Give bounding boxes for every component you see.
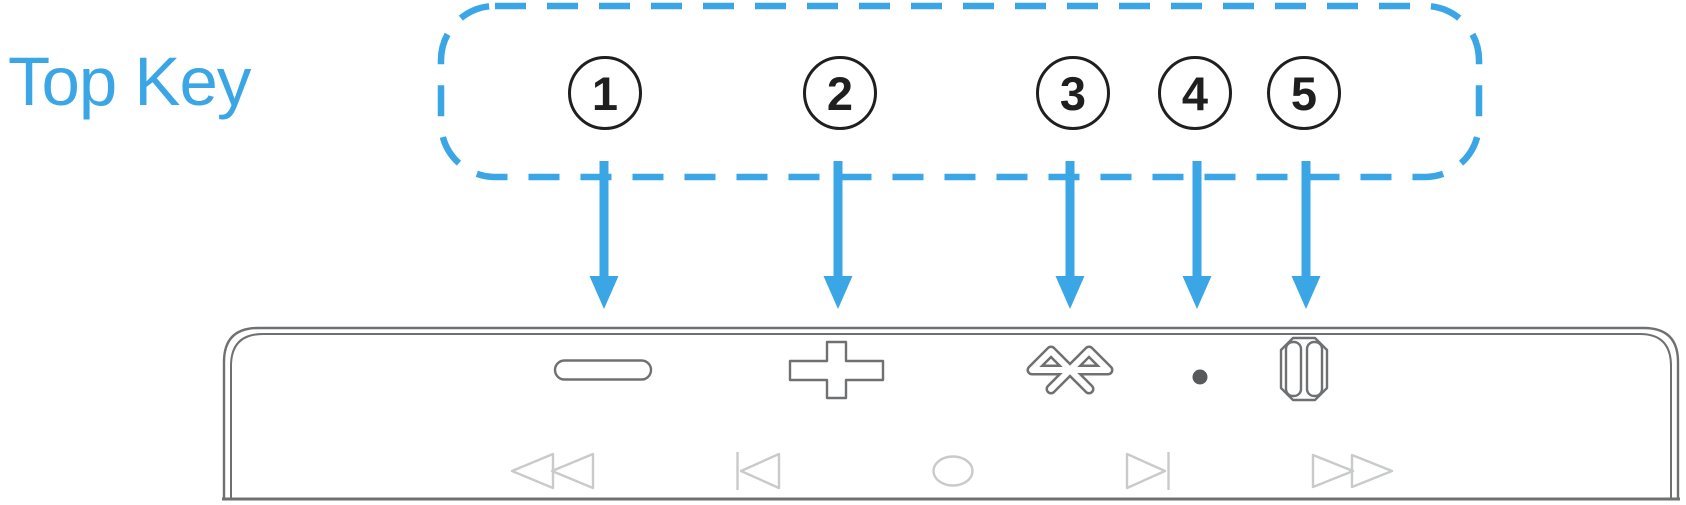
device-top-panel bbox=[222, 326, 1680, 501]
fast-forward-triangle-left bbox=[1311, 453, 1355, 489]
previous-track-triangle bbox=[739, 452, 781, 490]
arrow-down-icon-4 bbox=[1182, 161, 1212, 309]
diagram-title: Top Key bbox=[8, 43, 251, 120]
rewind-triangle-right bbox=[550, 452, 595, 490]
bluetooth-icon-inner bbox=[1029, 348, 1111, 392]
device-outline-inner bbox=[230, 333, 1672, 499]
callout-number-3-label: 3 bbox=[1059, 66, 1087, 120]
power-switch-pill-left bbox=[1284, 340, 1303, 398]
arrow-down-icon-5 bbox=[1291, 161, 1321, 309]
callout-dashed-box bbox=[437, 2, 1483, 181]
callout-number-5-label: 5 bbox=[1290, 66, 1318, 120]
power-switch-pill-right bbox=[1305, 340, 1324, 398]
dot-icon bbox=[1192, 369, 1208, 385]
top-key-row bbox=[553, 336, 1329, 402]
power-switch-icon bbox=[1279, 336, 1329, 402]
callout-arrows bbox=[589, 161, 1321, 309]
callout-number-5: 5 bbox=[1267, 56, 1341, 130]
arrow-down-icon-1 bbox=[589, 161, 619, 309]
callout-number-3: 3 bbox=[1036, 56, 1110, 130]
arrow-down-icon-3 bbox=[1055, 161, 1085, 309]
callout-number-1-label: 1 bbox=[591, 66, 619, 120]
power-switch-octagon bbox=[1279, 336, 1329, 402]
callout-number-2: 2 bbox=[803, 56, 877, 130]
bluetooth-icon bbox=[1026, 345, 1114, 395]
minus-icon bbox=[553, 359, 653, 381]
arrow-down-icon-2 bbox=[823, 161, 853, 309]
callout-number-4-label: 4 bbox=[1181, 66, 1209, 120]
previous-track-icon bbox=[736, 452, 781, 490]
callout-number-4: 4 bbox=[1158, 56, 1232, 130]
circle-icon bbox=[932, 455, 974, 487]
device-outline-outer bbox=[222, 326, 1680, 499]
media-icon-row bbox=[510, 452, 1394, 490]
callout-number-2-label: 2 bbox=[826, 66, 854, 120]
fast-forward-triangle-right bbox=[1350, 453, 1394, 489]
fast-forward-icon bbox=[1311, 453, 1394, 489]
rewind-triangle-left bbox=[510, 452, 555, 490]
rewind-icon bbox=[510, 452, 595, 490]
callout-number-1: 1 bbox=[568, 56, 642, 130]
plus-icon bbox=[788, 340, 885, 400]
next-track-icon bbox=[1125, 452, 1170, 490]
next-track-triangle bbox=[1125, 452, 1167, 490]
